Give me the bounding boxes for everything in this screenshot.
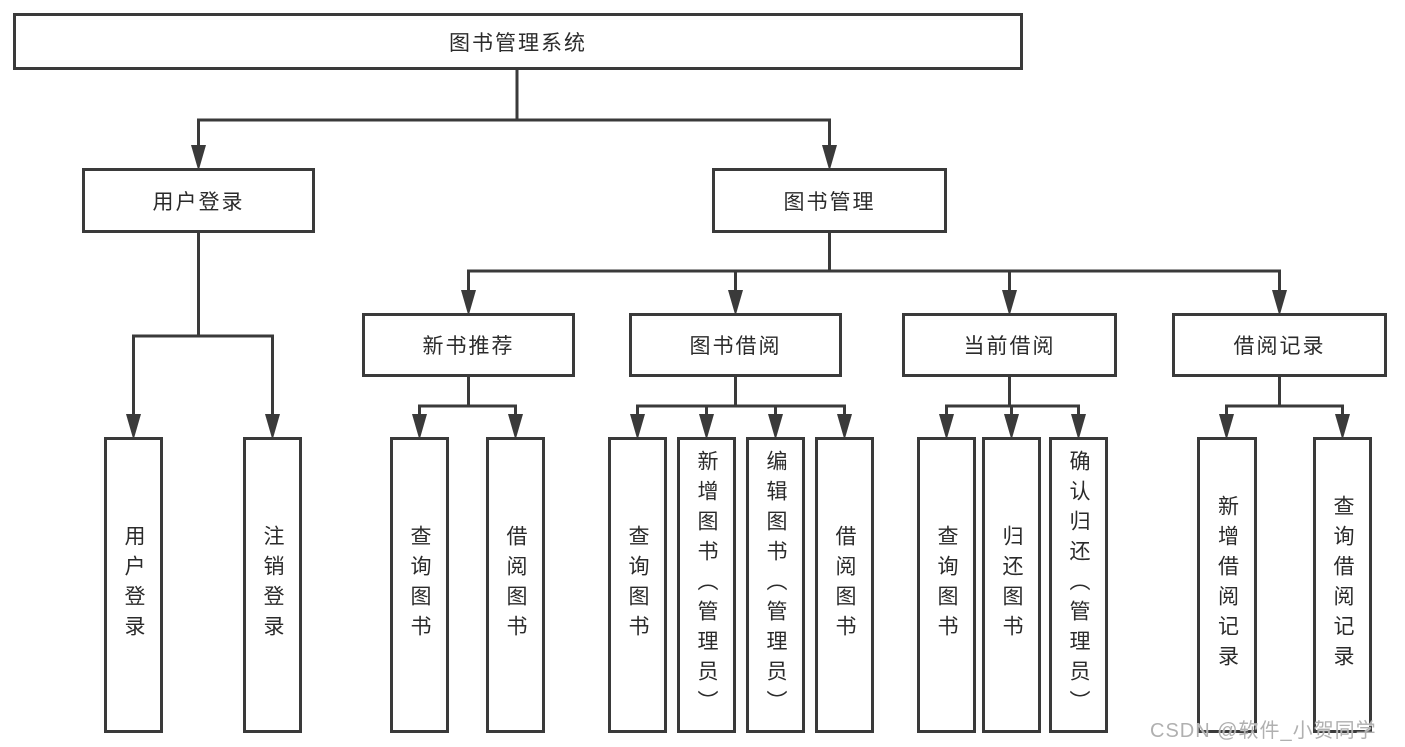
leaf-nbr-query-books-label: 查询图书: [408, 525, 431, 645]
leaf-cb-query-books: 查询图书: [917, 437, 976, 733]
leaf-bb-add-books-admin: 新增图书（管理员）: [677, 437, 736, 733]
leaf-logout: 注销登录: [243, 437, 302, 733]
leaf-user-login: 用户登录: [104, 437, 163, 733]
leaf-cb-return-books: 归还图书: [982, 437, 1041, 733]
node-book-management: 图书管理: [712, 168, 947, 233]
leaf-nbr-borrow-books-label: 借阅图书: [504, 525, 527, 645]
arrowheads: [126, 145, 1350, 440]
leaf-bb-borrow-books: 借阅图书: [815, 437, 874, 733]
leaf-br-add-record-label: 新增借阅记录: [1215, 495, 1239, 675]
leaf-bb-edit-books-admin-label: 编辑图书（管理员）: [764, 450, 787, 720]
node-book-borrow: 图书借阅: [629, 313, 842, 377]
leaf-cb-confirm-return-admin: 确认归还（管理员）: [1049, 437, 1108, 733]
node-new-book-recommend: 新书推荐: [362, 313, 575, 377]
node-user-login: 用户登录: [82, 168, 315, 233]
leaf-bb-borrow-books-label: 借阅图书: [833, 525, 856, 645]
leaf-bb-add-books-admin-label: 新增图书（管理员）: [695, 450, 718, 720]
csdn-watermark: CSDN @软件_小贺同学: [1150, 720, 1377, 742]
node-root-label: 图书管理系统: [449, 31, 587, 55]
leaf-br-add-record: 新增借阅记录: [1197, 437, 1257, 733]
leaf-logout-label: 注销登录: [261, 525, 284, 645]
leaf-cb-return-books-label: 归还图书: [1000, 525, 1023, 645]
leaf-cb-confirm-return-admin-label: 确认归还（管理员）: [1067, 450, 1090, 720]
leaf-bb-query-books-label: 查询图书: [626, 525, 649, 645]
leaf-user-login-label: 用户登录: [122, 525, 145, 645]
leaf-bb-query-books: 查询图书: [608, 437, 667, 733]
leaf-nbr-borrow-books: 借阅图书: [486, 437, 545, 733]
leaf-bb-edit-books-admin: 编辑图书（管理员）: [746, 437, 805, 733]
node-new-book-recommend-label: 新书推荐: [422, 335, 515, 358]
node-user-login-label: 用户登录: [152, 190, 245, 214]
node-root: 图书管理系统: [13, 13, 1023, 70]
leaf-nbr-query-books: 查询图书: [390, 437, 449, 733]
leaf-br-query-record-label: 查询借阅记录: [1331, 495, 1354, 675]
node-current-borrow: 当前借阅: [902, 313, 1117, 377]
leaf-cb-query-books-label: 查询图书: [935, 525, 958, 645]
node-current-borrow-label: 当前借阅: [963, 335, 1056, 358]
leaf-br-query-record: 查询借阅记录: [1313, 437, 1372, 733]
node-book-management-label: 图书管理: [783, 190, 876, 214]
node-borrow-records-label: 借阅记录: [1233, 335, 1326, 358]
node-borrow-records: 借阅记录: [1172, 313, 1387, 377]
node-book-borrow-label: 图书借阅: [689, 335, 782, 358]
